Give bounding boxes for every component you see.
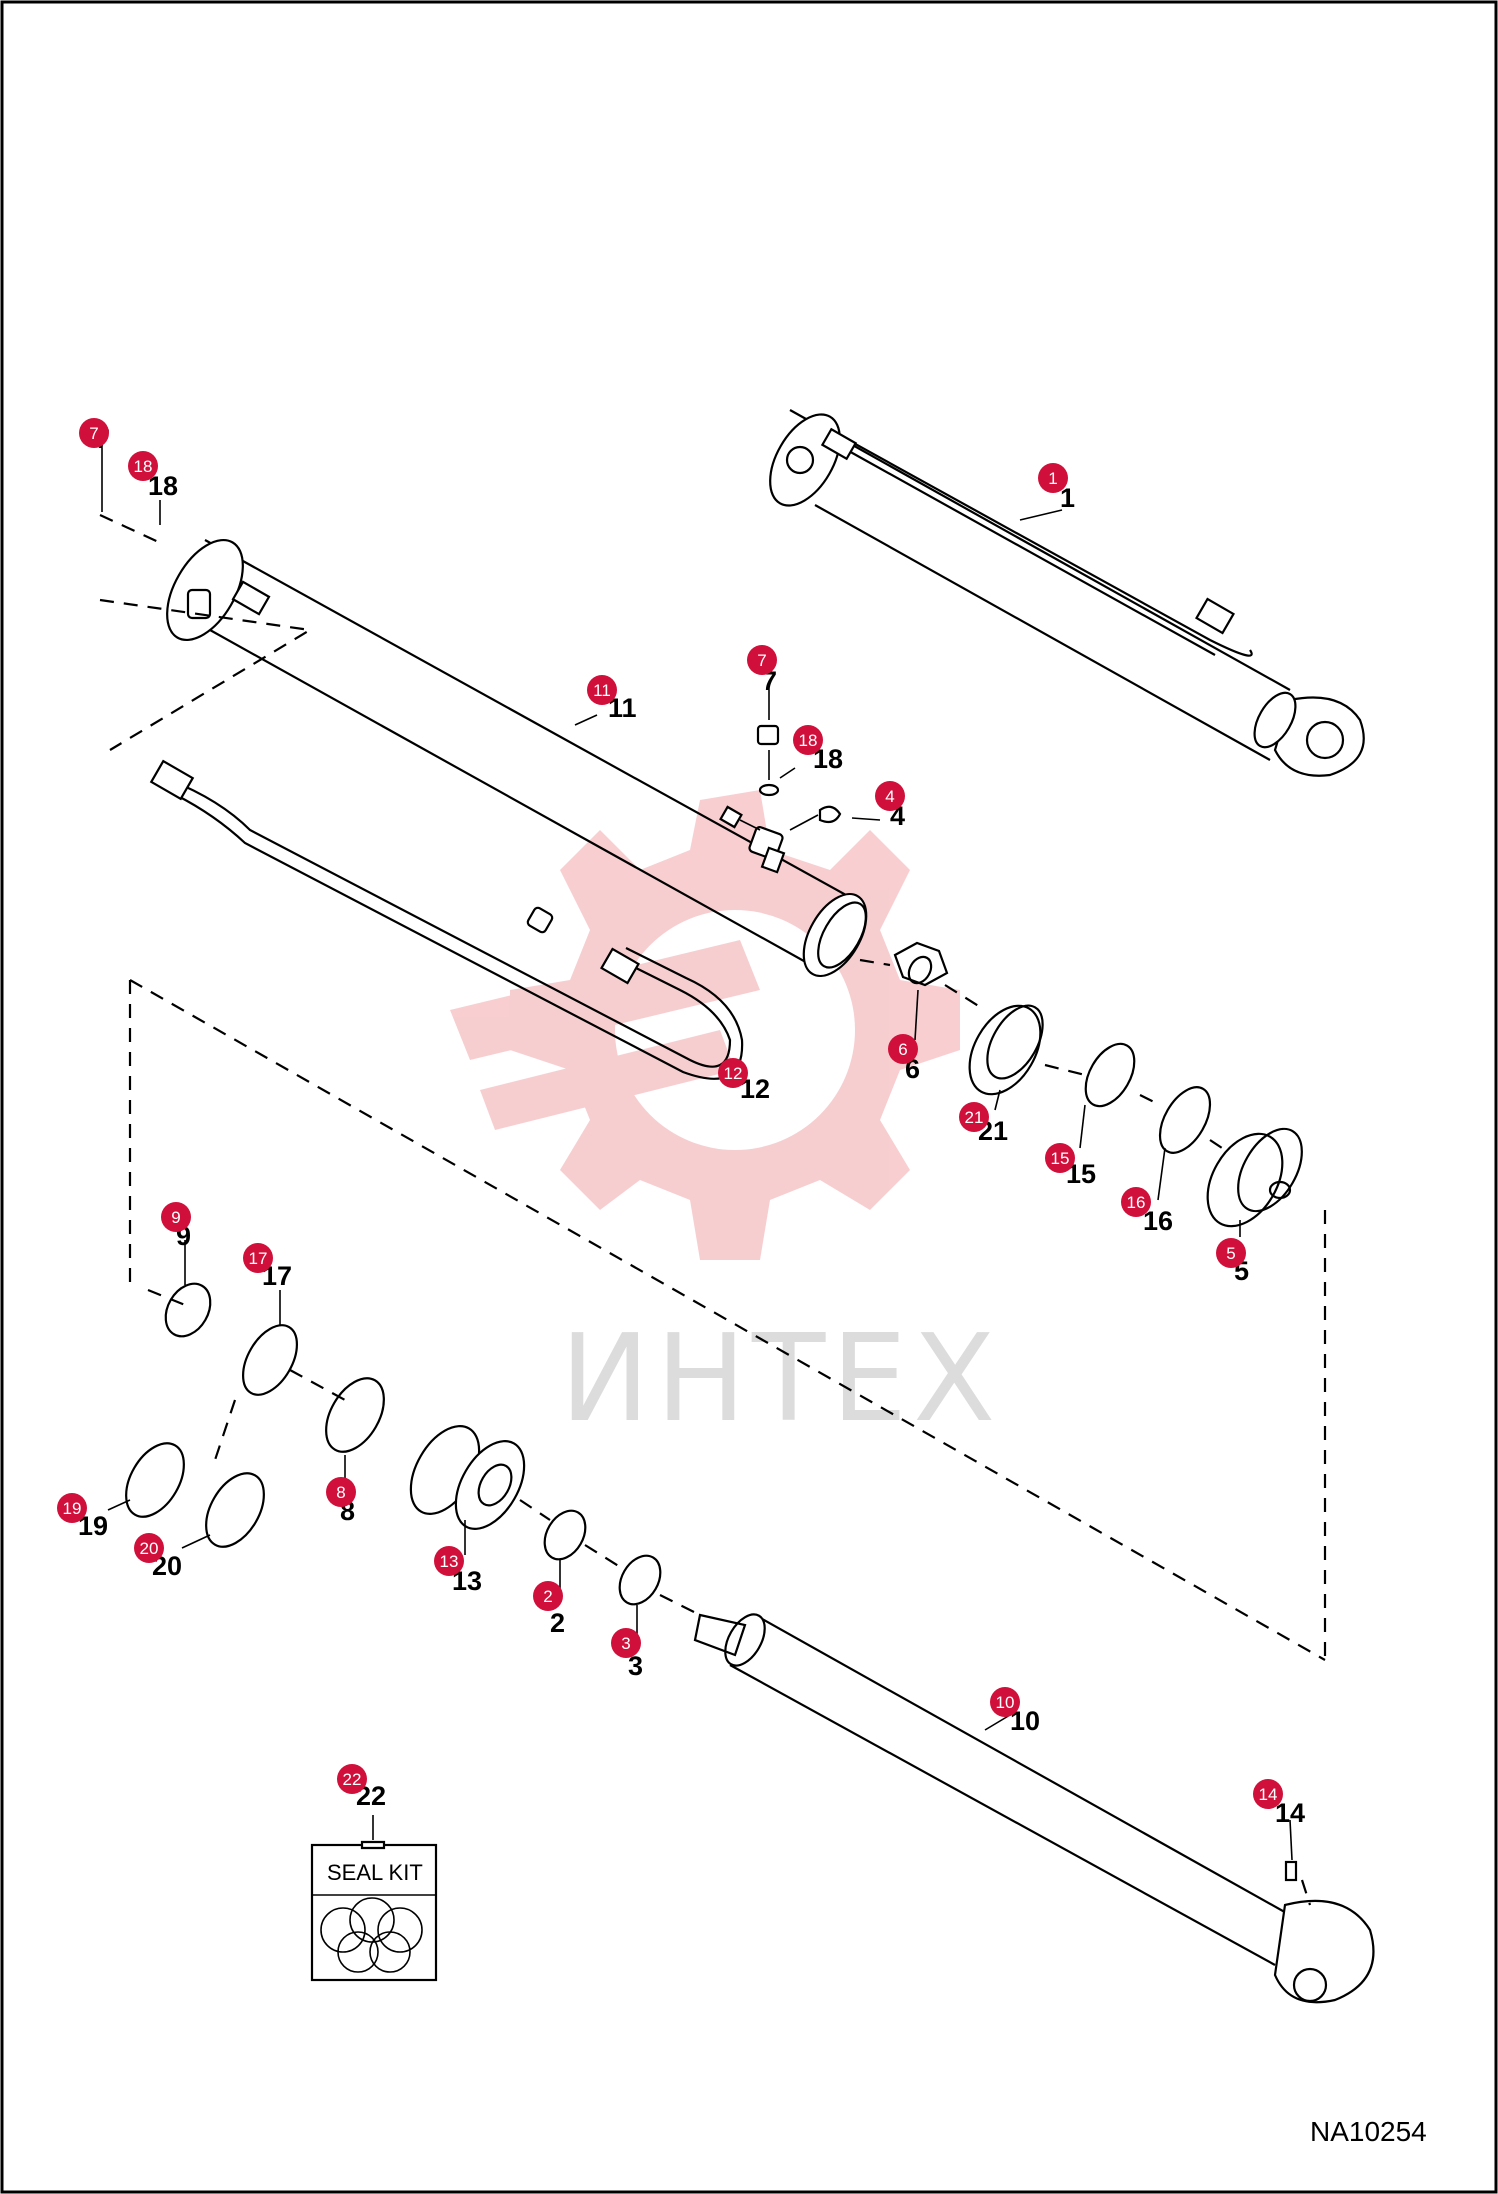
callout-22: 22: [337, 1764, 367, 1794]
svg-text:18: 18: [134, 457, 153, 476]
svg-text:21: 21: [965, 1108, 984, 1127]
svg-text:5: 5: [1226, 1244, 1235, 1263]
callout-10: 10: [990, 1687, 1020, 1717]
svg-text:18: 18: [799, 731, 818, 750]
callout-19: 19: [57, 1493, 87, 1523]
svg-text:1: 1: [1048, 469, 1057, 488]
svg-text:6: 6: [898, 1040, 907, 1059]
part-number-1: 1: [1060, 483, 1075, 513]
seal-kit: SEAL KIT: [310, 1840, 438, 1982]
callout-14: 14: [1253, 1779, 1283, 1809]
svg-text:4: 4: [885, 787, 894, 806]
svg-text:13: 13: [440, 1552, 459, 1571]
svg-text:19: 19: [63, 1499, 82, 1518]
svg-text:16: 16: [1127, 1193, 1146, 1212]
part-number-2: 2: [550, 1608, 565, 1638]
part-number-3: 3: [628, 1651, 643, 1681]
callout-21: 21: [959, 1102, 989, 1132]
svg-text:20: 20: [140, 1539, 159, 1558]
svg-text:17: 17: [249, 1249, 268, 1268]
watermark-gear-icon: [450, 790, 960, 1260]
barrel: [166, 538, 868, 978]
callout-20: 20: [134, 1533, 164, 1563]
callout-17: 17: [243, 1243, 273, 1273]
callout-3: 3: [611, 1628, 641, 1658]
callout-13: 13: [434, 1546, 464, 1576]
watermark: ИНТЕХ: [450, 790, 1001, 1449]
callout-18a: 18: [128, 451, 158, 481]
svg-text:14: 14: [1259, 1785, 1278, 1804]
callout-11: 11: [587, 675, 617, 705]
callout-7a: 7: [79, 418, 109, 448]
svg-text:3: 3: [621, 1634, 630, 1653]
callout-12: 12: [718, 1058, 748, 1088]
callout-9: 9: [161, 1202, 191, 1232]
part-number-14: 14: [1275, 1798, 1305, 1828]
drawing-id: NA10254: [1310, 2116, 1427, 2147]
construction-lines: [99, 514, 1327, 1906]
callout-8: 8: [326, 1477, 356, 1507]
callout-2: 2: [533, 1581, 563, 1611]
gland-components-upper: [893, 941, 1303, 1228]
callout-1: 1: [1038, 463, 1068, 493]
svg-text:12: 12: [724, 1064, 743, 1083]
callout-7b: 7: [747, 645, 777, 675]
fitting-cluster: [719, 724, 842, 874]
svg-text:22: 22: [343, 1770, 362, 1789]
svg-text:2: 2: [543, 1587, 552, 1606]
svg-text:8: 8: [336, 1483, 345, 1502]
piston-rod: [693, 1613, 1375, 2004]
svg-text:11: 11: [593, 681, 611, 700]
callout-15: 15: [1045, 1143, 1075, 1173]
watermark-text: ИНТЕХ: [560, 1310, 1001, 1449]
assembled-cylinder: [769, 409, 1365, 777]
callouts: 7 18 1 11 7 18 4 12 6 21 15 16 5 9 17 19…: [57, 418, 1283, 1809]
svg-text:15: 15: [1051, 1149, 1070, 1168]
callout-16: 16: [1121, 1187, 1151, 1217]
seal-kit-label: SEAL KIT: [327, 1860, 423, 1885]
svg-text:9: 9: [171, 1208, 180, 1227]
svg-text:10: 10: [996, 1693, 1015, 1712]
callout-4: 4: [875, 781, 905, 811]
svg-text:7: 7: [757, 651, 766, 670]
callout-5: 5: [1216, 1238, 1246, 1268]
callout-6: 6: [888, 1034, 918, 1064]
gland-components-lower: [125, 1282, 662, 1606]
svg-text:7: 7: [89, 424, 98, 443]
callout-18b: 18: [793, 725, 823, 755]
part-number-16: 16: [1143, 1206, 1173, 1236]
